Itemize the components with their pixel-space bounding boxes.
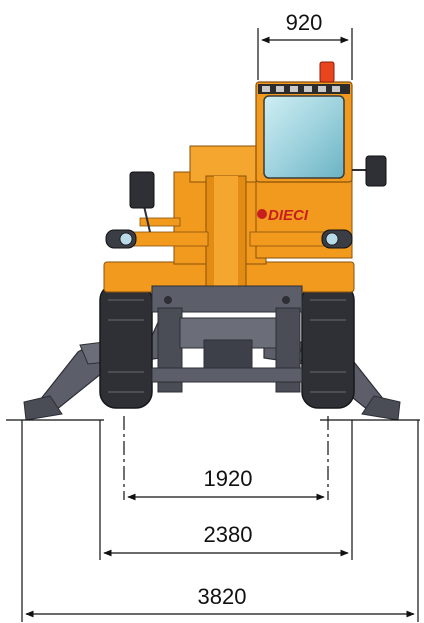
left-tyre [99,283,153,409]
dimension-cab-width: 920 [286,10,323,35]
left-mirror-icon [129,171,155,233]
right-headlight-icon [321,229,353,249]
left-headlight-icon [105,229,137,249]
brand-logo: DIECI [268,207,309,224]
dimension-lines [6,28,420,622]
beacon-light-icon [319,61,335,83]
dimension-track-inner: 1920 [204,466,253,491]
right-mirror-icon [352,155,387,187]
brand-mark-icon [257,209,267,219]
chassis [151,285,303,393]
dimension-stabilizer-span: 3820 [198,584,247,609]
operator-cab [255,81,353,183]
dimension-track-outer: 2380 [204,522,253,547]
right-tyre [301,283,355,409]
